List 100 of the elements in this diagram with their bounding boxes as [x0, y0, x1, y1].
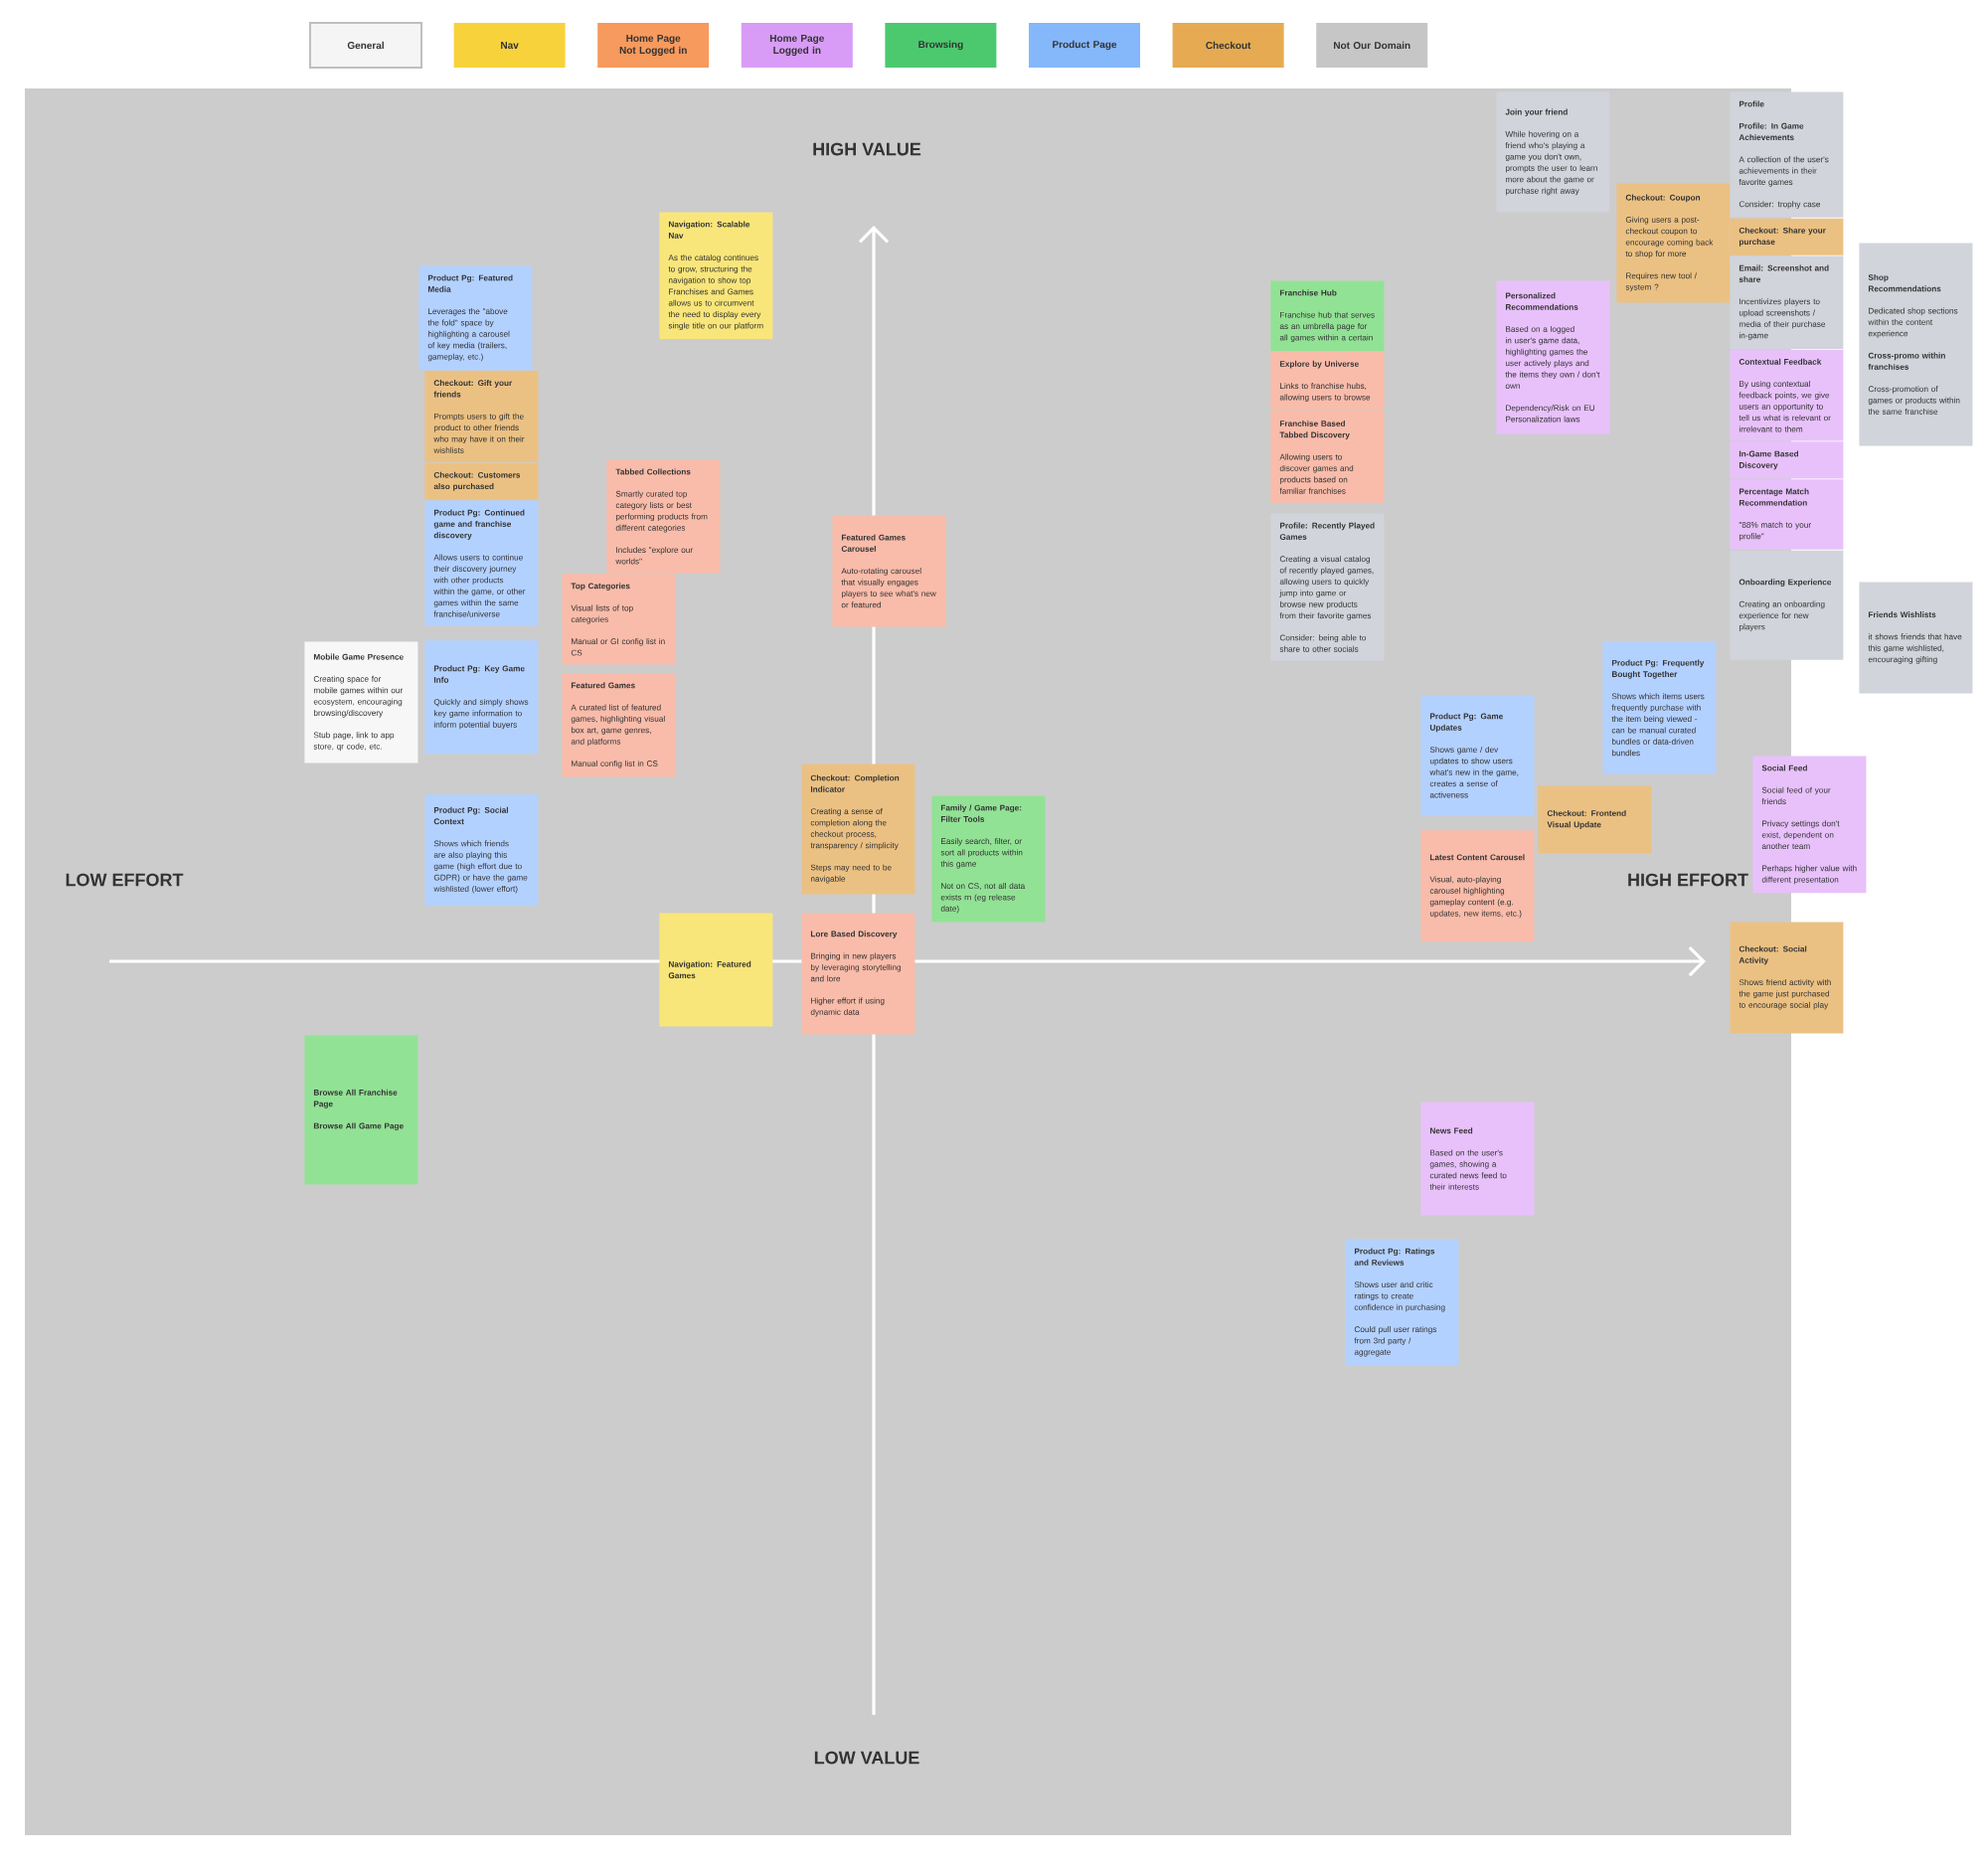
note-title: Top Categories [571, 583, 630, 591]
note-text: Shows game / dev updates to show users what's new in the game, creates a sense of activeness [1429, 746, 1519, 798]
note-text: Creating space for mobile games within our ecosystem, encouraging browsing/discovery [313, 675, 404, 718]
note-title: Family / Game Page: Filter Tools [940, 804, 1022, 822]
note-title: Checkout: Customers also purchased [433, 471, 521, 491]
legend-item: Nav [453, 23, 566, 68]
sticky-note [424, 462, 539, 500]
sticky-note [418, 265, 533, 371]
sticky-note [1270, 351, 1385, 412]
note-text: Includes "explore our worlds" [615, 547, 693, 565]
sticky-note [931, 795, 1046, 923]
note-text: Quickly and simply shows key game information to inform potential buyers [433, 698, 529, 730]
note-text: it shows friends that have this game wishlisted, encouraging gifting [1868, 633, 1962, 664]
note-text: As the catalog continues to grow, structuring the navigation to show top Franchises and Games allows us to circumvent the need to display every single title on our platform [668, 254, 763, 331]
sticky-note [424, 640, 539, 755]
note-text: A curated list of featured games, highlighting visual box art, game genres, and platforms [571, 704, 665, 747]
note-title: Featured Games Carousel [841, 534, 906, 552]
note-text: Visual lists of top categories [571, 604, 633, 624]
note-text: Allows users to continue their discovery journey with other products within the game, or other games within the same franchise/universe [433, 554, 526, 617]
sticky-note [1730, 922, 1844, 1034]
axis-label: LOW EFFORT [66, 873, 184, 887]
note-text: Creating a sense of completion along the checkout process, transparency / simplicity [810, 808, 899, 850]
note-text: Smartly curated top category lists or best performing products from different categories [615, 490, 708, 533]
note-text: Shows user and critic ratings to create confidence in purchasing [1354, 1281, 1445, 1312]
sticky-note [304, 1035, 418, 1185]
note-title: Onboarding Experience [1739, 579, 1832, 587]
note-text: Shows which friends are also playing this game (high effort due to GDPR) or have the game wishlisted (lower effort) [433, 840, 528, 894]
sticky-note [606, 459, 721, 574]
note-text: Higher effort if using dynamic data [810, 997, 885, 1017]
sticky-note [659, 913, 773, 1027]
note-text: Leverages the "above the fold" space by highlighting a carousel of key media (trailers, gameplay, etc.) [427, 308, 510, 362]
sticky-note [659, 212, 773, 340]
sticky-note [1859, 243, 1973, 446]
sticky-note [1730, 479, 1844, 550]
note-title: Franchise Hub [1279, 289, 1337, 296]
note-text: Shows friend activity with the game just purchased to encourage social play [1739, 979, 1831, 1010]
sticky-note [1420, 695, 1535, 816]
note-title: Franchise Based Tabbed Discovery [1279, 420, 1350, 439]
sticky-note [424, 500, 539, 626]
note-title: Lore Based Discovery [810, 931, 898, 938]
sticky-note [1420, 830, 1535, 942]
note-title: Profile: In Game Achievements [1739, 122, 1804, 141]
axis-label: HIGH VALUE [813, 142, 921, 156]
sticky-note [1420, 1102, 1535, 1216]
note-title: In-Game Based Discovery [1739, 450, 1798, 470]
note-title: Personalized Recommendations [1505, 292, 1578, 310]
sticky-note [1270, 280, 1385, 352]
note-title: Contextual Feedback [1739, 358, 1822, 365]
note-text: Social feed of your friends [1761, 786, 1831, 805]
note-title: Navigation: Featured Games [668, 960, 751, 979]
sticky-note [801, 913, 915, 1035]
note-title: Navigation: Scalable Nav [668, 221, 750, 239]
note-title: Profile: Recently Played Games [1279, 522, 1375, 540]
legend-item: Browsing [885, 23, 997, 68]
legend-item: Product Page [1029, 23, 1140, 68]
note-title: Product Pg: Social Context [433, 806, 508, 825]
note-title: Checkout: Frontend Visual Update [1547, 809, 1626, 829]
note-title: News Feed [1429, 1127, 1473, 1134]
sticky-note [1730, 91, 1844, 218]
note-text: Creating a visual catalog of recently played games, allowing users to quickly jump into game or browse new products from their favorite games [1279, 556, 1374, 620]
legend-item: Not Our Domain [1316, 23, 1428, 68]
note-text: Could pull user ratings from 3rd party / aggregate [1354, 1326, 1437, 1357]
note-title: Explore by Universe [1279, 360, 1359, 369]
note-title: Browse All Game Page [313, 1122, 404, 1131]
legend-item: Home Page Not Logged in [597, 23, 710, 68]
legend-item: Checkout [1172, 23, 1284, 68]
sticky-note [801, 763, 915, 895]
sticky-note [1730, 218, 1844, 255]
axis-label: LOW VALUE [814, 1751, 919, 1765]
sticky-note [1538, 785, 1652, 854]
note-text: Prompts users to gift the product to other friends who may have it on their wishlists [433, 413, 525, 453]
sticky-note [1752, 756, 1867, 894]
legend-item: Home Page Logged in [741, 23, 853, 68]
note-title: Product Pg: Featured Media [427, 274, 513, 292]
sticky-note [304, 641, 418, 763]
note-text: Shows which items users frequently purchase with the item being viewed - can be manual curated bundles or data-driven bundles [1611, 693, 1705, 757]
note-text: Visual, auto-playing carousel highlighting gameplay content (e.g. updates, new items, etc.) [1429, 876, 1522, 919]
note-title: Checkout: Completion Indicator [810, 774, 900, 792]
note-title: Cross-promo within franchises [1868, 352, 1945, 370]
note-text: Not on CS, not all data exists rn (eg release date) [940, 883, 1026, 914]
note-title: Checkout: Share your purchase [1739, 227, 1826, 247]
note-text: While hovering on a friend who's playing a game you don't own, prompts the user to learn more about the game or purchase right away [1505, 130, 1597, 196]
sticky-note [1730, 441, 1844, 479]
legend-item: General [309, 22, 422, 69]
sticky-note [1730, 550, 1844, 660]
note-text: Links to franchise hubs, allowing users to browse [1279, 383, 1371, 403]
sticky-note [1602, 641, 1717, 774]
note-title: Tabbed Collections [615, 468, 691, 475]
note-title: Product Pg: Frequently Bought Together [1611, 659, 1705, 679]
note-text: Easily search, filter, or sort all products within this game [940, 838, 1023, 869]
note-text: Allowing users to discover games and products based on familiar franchises [1279, 453, 1354, 494]
note-text: Bringing in new players by leveraging storytelling and lore [810, 952, 901, 982]
note-text: Perhaps higher value with different presentation [1761, 865, 1857, 885]
note-text: Consider: trophy case [1739, 201, 1821, 209]
note-title: Browse All Franchise Page [313, 1089, 398, 1108]
note-title: Product Pg: Ratings and Reviews [1354, 1248, 1435, 1266]
sticky-note [1345, 1239, 1459, 1366]
note-title: Friends Wishlists [1868, 611, 1936, 618]
note-title: Shop Recommendations [1868, 273, 1941, 292]
note-text: Dependency/Risk on EU Personalization laws [1506, 405, 1594, 423]
